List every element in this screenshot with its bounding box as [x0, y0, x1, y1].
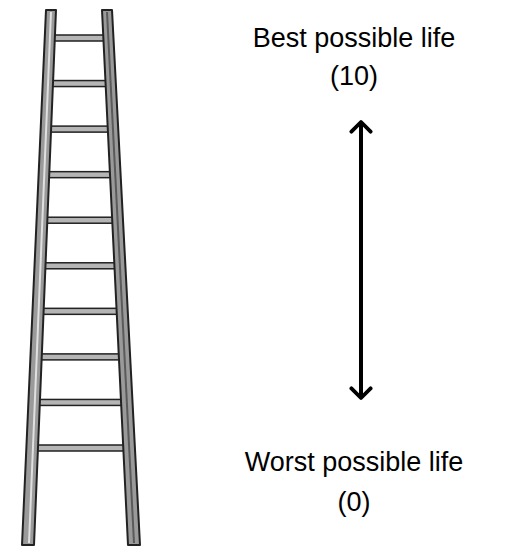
rail-highlight — [29, 12, 51, 543]
ladder-rung — [40, 263, 120, 269]
ladder-rung — [48, 81, 111, 87]
ladder-rung — [46, 126, 113, 132]
ladder-rung — [38, 308, 122, 314]
ladder-rail — [22, 10, 56, 545]
ladder-rung — [34, 399, 127, 405]
rail-shadow — [107, 12, 134, 543]
ladder-rung — [42, 217, 118, 223]
scale-bottom-value: (0) — [184, 486, 524, 518]
ladder-rung — [44, 172, 115, 178]
scale-bottom-label: Worst possible life — [184, 446, 524, 478]
ladder-rung — [50, 35, 109, 41]
scale-top-label: Best possible life — [184, 22, 524, 54]
double-arrow — [359, 122, 363, 398]
ladder-rung — [32, 445, 129, 451]
ladder-rung — [36, 354, 124, 360]
ladder-rail — [102, 10, 140, 545]
scale-top-value: (10) — [184, 60, 524, 92]
